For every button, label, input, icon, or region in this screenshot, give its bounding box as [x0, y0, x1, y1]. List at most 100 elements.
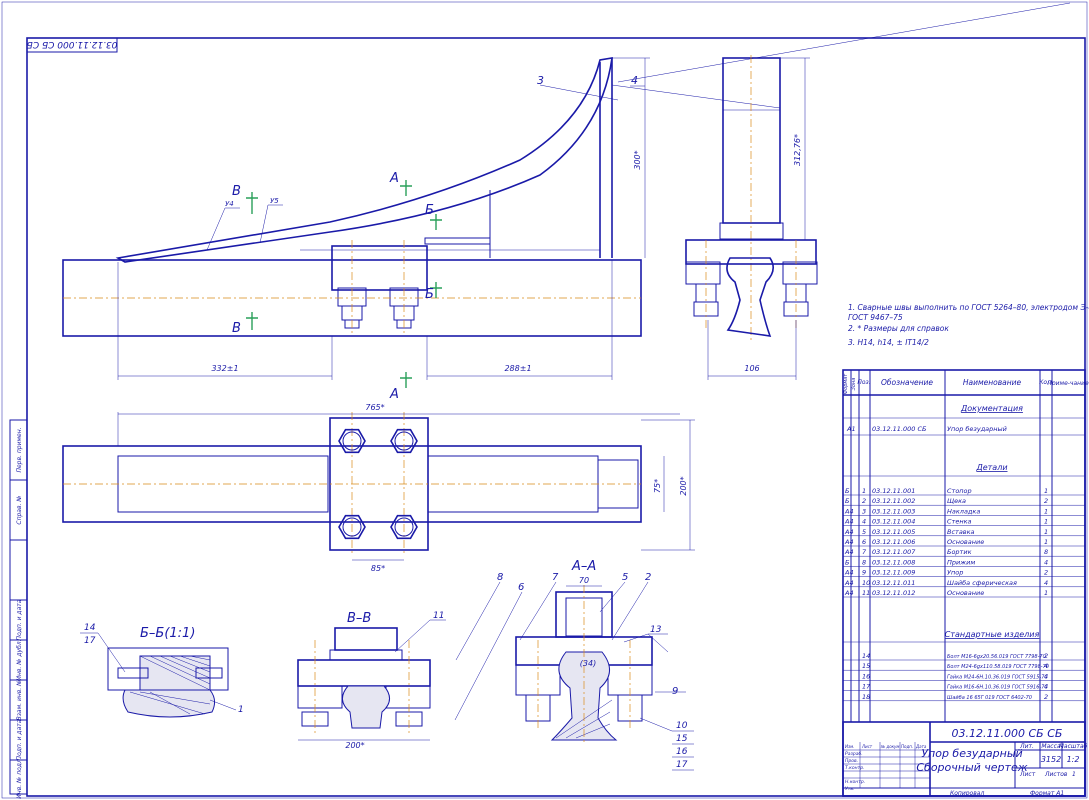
spec-cell-fmt: А4	[844, 579, 854, 587]
callout-stack-15: 15	[676, 734, 688, 744]
spec-cell-pos: 17	[862, 683, 871, 691]
title-block-sheets-label: Листов	[1044, 771, 1068, 778]
weld-mark-1: У4	[225, 200, 234, 208]
callout-6-leader	[454, 591, 523, 721]
spec-cell-name: Накладка	[947, 507, 980, 515]
plan-view	[62, 412, 695, 561]
dim-front-left: 332±1	[211, 364, 238, 373]
spec-cell-pos: 15	[862, 662, 870, 670]
spec-cell-name: Основание	[947, 589, 984, 597]
title-block-sheets: 1	[1072, 771, 1076, 778]
side-strip: Перв. примен. Справ. № Подп. и дата Инв.…	[9, 419, 28, 799]
weld-leader-2	[259, 204, 269, 244]
note-line-4: 3. H14, h14, ± IT14/2	[848, 338, 929, 347]
title-block-mass-label: Масса	[1041, 743, 1060, 750]
spec-header-pos: Поз.	[857, 379, 870, 386]
spec-cell-pos: 16	[862, 672, 870, 680]
tb-role-0: Изм.	[845, 744, 854, 749]
spec-cell-name: Щека	[947, 497, 966, 505]
spec-cell-designation: 03.12.11.008	[872, 558, 915, 566]
plan-bolt-group	[338, 428, 418, 540]
spec-cell-designation: 03.12.11.002	[872, 497, 915, 505]
dim-front-height: 300*	[633, 150, 642, 169]
tb-role-8: Н.контр.	[845, 779, 865, 785]
spec-cell-qty: 4	[1044, 683, 1048, 691]
tb-role-3: Подп.	[901, 744, 913, 749]
callout-2-leader	[611, 581, 649, 641]
section-aa-inner-dim: (34)	[580, 659, 596, 668]
spec-cell-pos: 4	[862, 518, 866, 526]
spec-cell-pos: 2	[862, 497, 866, 505]
spec-cell-pos: 14	[862, 652, 870, 660]
callout-1-leader	[209, 699, 237, 711]
section-bb-title: Б–Б(1:1)	[140, 626, 195, 641]
strip-label-5: Подп. и дата	[16, 719, 23, 760]
spec-cell-fmt: Б	[845, 487, 850, 495]
spec-cell-designation: 03.12.11.012	[872, 589, 915, 597]
spec-cell-designation: 03.12.11.006	[872, 538, 915, 546]
spec-cell-name: Шайба сферическая	[947, 579, 1017, 587]
title-block-code: 03.12.11.000 СБ СБ	[952, 727, 1063, 740]
dim-plan-length: 765*	[365, 403, 384, 412]
spec-cell-pos: 7	[862, 548, 867, 556]
callout-4: 4	[631, 74, 638, 87]
title-block	[842, 721, 1086, 797]
hex-bolt-head	[338, 514, 366, 540]
spec-cell-pos: 18	[862, 693, 870, 701]
spec-doc-designation: 03.12.11.000 СБ	[872, 425, 927, 433]
spec-cell-qty: 4	[1044, 662, 1048, 670]
tb-role-4: Дата	[915, 744, 927, 749]
section-markers	[246, 180, 442, 388]
strip-label-6: Инв. № подл.	[16, 757, 23, 798]
spec-cell-qty: 1	[1044, 538, 1048, 546]
spec-header-zone: Зона	[851, 378, 857, 391]
title-block-scale: 1:2	[1067, 755, 1080, 764]
strip-label-3: Инв. № дубл.	[16, 639, 23, 680]
side-view	[685, 55, 818, 380]
spec-cell-name: Болт М16-6gх20.56.019 ГОСТ 7798-70	[947, 654, 1046, 660]
callout-5: 5	[622, 572, 628, 583]
callout-stack-17: 17	[676, 760, 688, 770]
callout-8: 8	[497, 572, 503, 583]
spec-cell-qty: 1	[1044, 518, 1048, 526]
callout-stack-16: 16	[676, 747, 688, 757]
rotated-stamp-code: 03.12.11.000 СБ СБ	[27, 39, 118, 49]
callout-11: 11	[433, 611, 444, 621]
spec-cell-fmt: А4	[844, 507, 854, 515]
spec-cell-designation: 03.12.11.001	[872, 487, 915, 495]
cut-mark-v-bottom: В	[232, 321, 241, 336]
weld-mark-2: У5	[270, 197, 279, 205]
dim-plan-pitch: 85*	[371, 564, 385, 573]
spec-header-name: Наименование	[963, 378, 1022, 387]
spec-cell-qty: 2	[1044, 652, 1048, 660]
callout-leader-4	[611, 84, 781, 109]
spec-cell-qty: 2	[1044, 693, 1048, 701]
spec-cell-qty: 4	[1044, 579, 1048, 587]
spec-cell-qty: 2	[1044, 569, 1048, 577]
spec-cell-qty: 1	[1044, 528, 1048, 536]
spec-doc-name: Упор безударный	[947, 425, 1007, 433]
spec-cell-qty: 1	[1044, 487, 1048, 495]
spec-cell-designation: 03.12.11.009	[872, 569, 915, 577]
spec-doc-format: А1	[846, 425, 856, 433]
callout-6: 6	[518, 582, 524, 593]
tb-role-1: Лист	[861, 744, 873, 749]
callout-13-leader-b	[647, 633, 669, 653]
spec-section-docs: Документация	[960, 404, 1023, 413]
strip-label-4: Взам. инв. №	[16, 680, 23, 721]
spec-cell-name: Болт М24-6gх110.58.019 ГОСТ 7798-70	[947, 664, 1049, 670]
callout-11-leader	[394, 619, 431, 653]
callout-9: 9	[672, 686, 678, 697]
spec-cell-qty: 1	[1044, 589, 1048, 597]
callout-5-leader	[599, 581, 626, 613]
title-block-copied: Копировал	[950, 790, 984, 797]
callout-8-leader	[455, 581, 501, 661]
